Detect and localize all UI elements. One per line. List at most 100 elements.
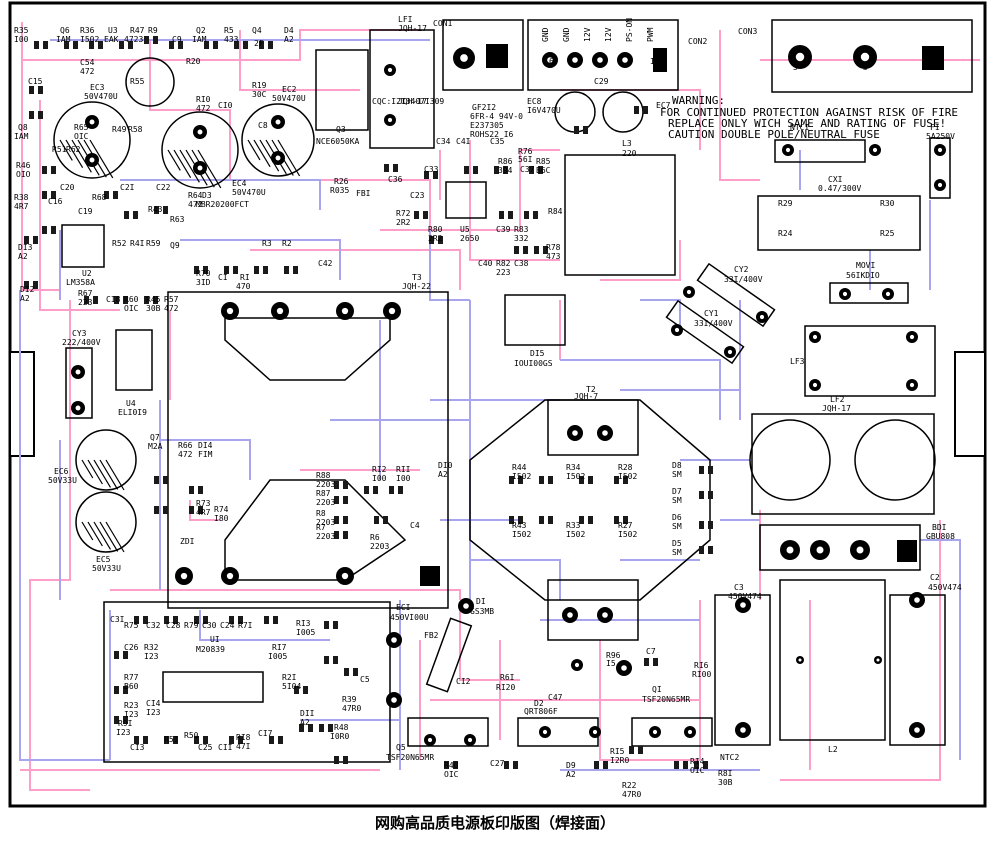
label-r23v: I23 [124,710,139,719]
smd-pad-b-57 [173,616,178,624]
label-c13: CI3 [130,743,145,752]
label-d15v: IOUI00GS [514,359,553,368]
hatch-line [71,139,92,173]
con3-num-1: I [935,63,940,72]
smd-pad-a-14 [104,191,109,199]
trace-top-10 [719,30,760,181]
label-r51b: R5I [164,735,179,744]
label-r10v: 472 [196,104,211,113]
label-c3: C3 [734,583,744,592]
label-r27v: I502 [618,530,637,539]
smd-pad-a-35 [254,266,259,274]
label-r60: R60 [124,295,139,304]
label-cy3v: 222/400V [62,338,101,347]
trace-bottom-23 [640,299,681,330]
smd-pad-b-74 [328,724,333,732]
u5-body [445,181,487,219]
pad-hole-27 [816,546,824,554]
label-r80: R80 [428,225,443,234]
label-e23: E237305 [470,121,504,130]
label-c31: C3I [110,615,125,624]
smd-pad-a-56 [134,616,139,624]
label-q1: QI [652,685,662,694]
mount-notch-right [954,351,986,457]
label-d9: D9 [566,761,576,770]
label-f1v: 5A250V [926,132,955,141]
smd-pad-b-68 [278,736,283,744]
smd-pad-a-64 [134,736,139,744]
label-c47: C47 [548,693,563,702]
smd-pad-b-82 [653,658,658,666]
label-d1v: GS3MB [470,607,494,616]
label-d2: D2 [534,699,544,708]
pad-hole-53 [909,334,915,340]
smd-pad-b-27 [438,236,443,244]
label-r40v: OIC [444,770,459,779]
con3-label: CON3 [738,27,757,36]
pad-hole-61 [387,117,393,123]
smd-pad-a-2 [89,41,94,49]
smd-pad-a-51 [614,516,619,524]
trace-top-3 [149,40,231,180]
smd-pad-b-18 [433,171,438,179]
label-d11: DII [300,709,315,718]
trace-bottom-8 [560,359,721,420]
smd-pad-a-62 [114,686,119,694]
hatch-line [247,139,261,161]
label-r11: RII [396,465,411,474]
label-d6v: SM [672,522,682,531]
label-r2: R2 [282,239,292,248]
smd-pad-b-0 [43,41,48,49]
label-c37: C37 [520,165,535,174]
label-r26v: R035 [330,186,349,195]
smd-pad-b-60 [273,616,278,624]
label-u2v: LM358A [66,278,95,287]
label-d10: DI0 [438,461,453,470]
label-ec5v: 50V33U [92,564,121,573]
smd-pad-a-39 [334,516,339,524]
hatch-line [99,459,119,490]
label-rohs: ROHS22 I6 [470,130,514,139]
label-q3v: NCE6050KA [316,137,360,146]
hatch-line [87,459,103,485]
smd-pad-a-87 [634,106,639,114]
label-c28: C28 [166,621,181,630]
pad-hole-9 [197,129,203,135]
pad-hole-18 [226,572,234,580]
smd-pad-b-81 [703,761,708,769]
label-r26: R26 [334,177,349,186]
pad-hole-44 [798,658,802,662]
label-c40: C40 [478,259,493,268]
label-ec4: EC4 [232,179,247,188]
label-r25: R25 [880,229,895,238]
label-r15v: I2R0 [610,756,629,765]
label-r46v: OIO [16,170,31,179]
label-r75: R75 [124,621,139,630]
square-pad-4 [897,540,917,562]
t3-core-bottom [224,479,407,581]
smd-pad-b-65 [173,736,178,744]
label-c16: C16 [48,197,63,206]
pad-hole-43 [914,727,920,733]
smd-pad-a-22 [499,211,504,219]
pad-hole-55 [909,382,915,388]
label-lf3: LF3 [790,357,805,366]
trace-bottom-21 [199,610,330,641]
label-l3: L3 [622,139,632,148]
smd-pad-a-71 [324,656,329,664]
label-c19: C19 [78,207,93,216]
smd-pad-b-59 [238,616,243,624]
label-r16: RI6 [694,661,709,670]
label-r64: R64 [188,191,203,200]
label-r57v: 472 [164,304,179,313]
smd-pad-a-20 [494,166,499,174]
label-q2: Q2 [196,26,206,35]
smd-pad-a-75 [334,756,339,764]
smd-pad-a-45 [539,476,544,484]
pad-hole-36 [542,729,548,735]
label-d2v: QRT806F [524,707,558,716]
label-u4v: ELI0I9 [118,408,147,417]
con3-num-3: 3 [863,63,868,72]
hatch-line [105,459,125,491]
label-r50: R50 [184,731,199,740]
